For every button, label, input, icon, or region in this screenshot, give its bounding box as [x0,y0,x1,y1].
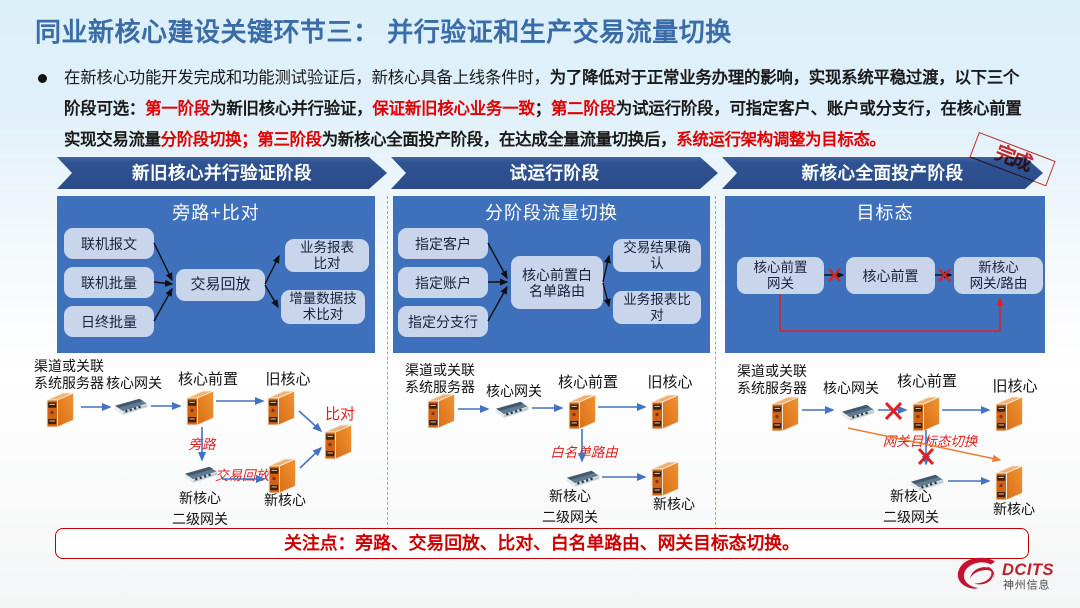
svg-text:DCITS: DCITS [1002,561,1054,579]
svg-text:神州信息: 神州信息 [1003,578,1050,592]
